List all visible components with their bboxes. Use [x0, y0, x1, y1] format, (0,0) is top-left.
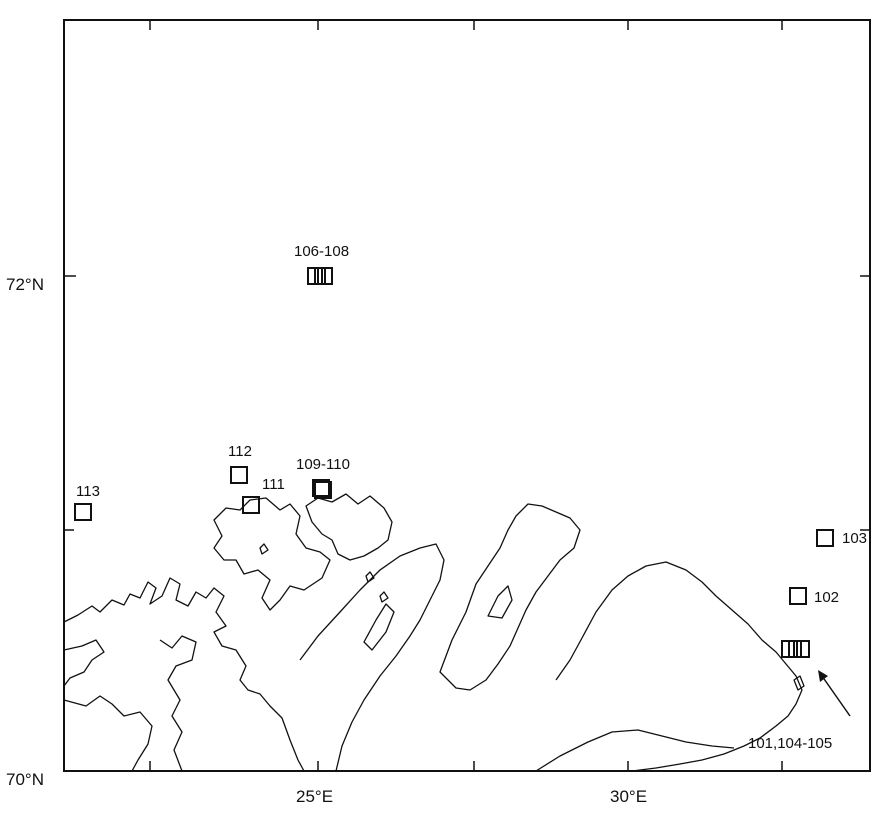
station-label-106-108: 106-108: [294, 243, 349, 260]
lon-label-25e: 25°E: [296, 787, 333, 806]
fjord-inner-b: [487, 585, 513, 619]
station-box-111: [242, 496, 260, 514]
top-ticks: [149, 20, 783, 30]
station-box-102: [789, 587, 807, 605]
islet-2: [379, 591, 389, 603]
island-seiland: [213, 497, 331, 611]
station-box-113: [74, 503, 92, 521]
station-label-103: 103: [842, 530, 867, 547]
coastline: [63, 493, 805, 772]
station-box-105: [796, 640, 810, 658]
station-box-108: [321, 267, 333, 285]
island-soroya: [305, 493, 393, 561]
peninsula-nordkyn: [439, 503, 581, 691]
station-label-102: 102: [814, 589, 839, 606]
station-label-109-110: 109-110: [296, 456, 350, 473]
coastline-west: [63, 577, 305, 772]
station-box-106: [307, 267, 319, 285]
station-label-101-104-105: 101,104-105: [748, 735, 832, 752]
side-ticks: [64, 275, 870, 531]
station-label-111: 111: [262, 476, 285, 493]
station-boxes: [74, 267, 834, 658]
coastline-west-inner3: [159, 635, 197, 772]
fjord-inner-a: [363, 603, 395, 651]
station-box-110: [314, 481, 332, 499]
islet-1: [365, 571, 375, 583]
peninsula-middle: [299, 543, 445, 772]
lat-label-72n: 72°N: [6, 275, 44, 294]
station-box-103: [816, 529, 834, 547]
pointer-arrow: [818, 670, 851, 717]
map-frame: [63, 19, 871, 772]
islet-east: [793, 675, 805, 691]
lat-label-70n: 70°N: [6, 770, 44, 789]
station-label-113: 113: [76, 483, 100, 500]
coastline-west-inner2: [63, 695, 153, 772]
station-label-112: 112: [228, 443, 252, 460]
varanger-fjord: [535, 729, 735, 772]
station-box-112: [230, 466, 248, 484]
lon-label-30e: 30°E: [610, 787, 647, 806]
islet-3: [259, 543, 269, 555]
station-box-107: [314, 267, 326, 285]
station-box-104: [788, 640, 802, 658]
station-box-109: [312, 479, 330, 497]
peninsula-varanger: [555, 561, 803, 772]
bottom-ticks: [149, 761, 783, 771]
coastline-west-inner: [63, 639, 105, 687]
